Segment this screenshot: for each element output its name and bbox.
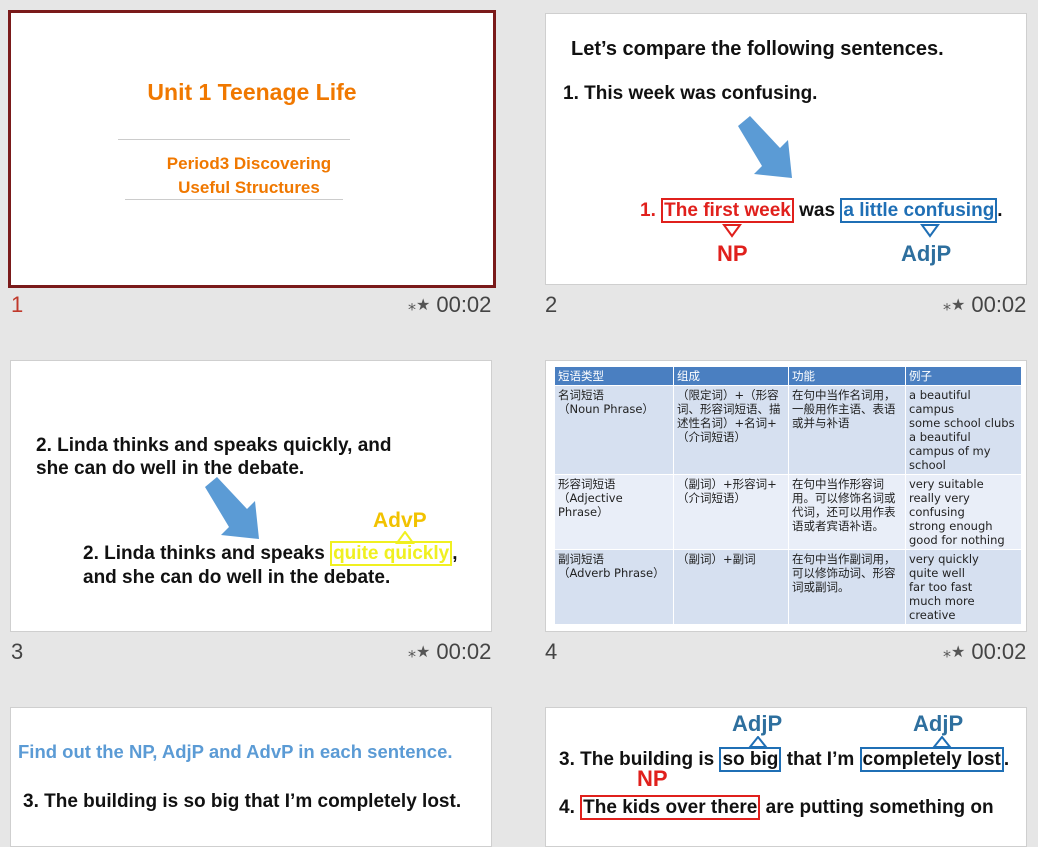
adjp-pointer-icon <box>748 736 768 748</box>
sentence-2b-line2: and she can do well in the debate. <box>83 567 391 588</box>
sentence-2b-text: 2. Linda thinks and speaks <box>83 543 325 564</box>
table-cell-composition: （限定词）+（形容词、形容词短语、描述性名词）+名词+（介词短语） <box>673 385 789 475</box>
slide-number-3: 3 <box>11 639 24 664</box>
adjp-label-1: AdjP <box>732 711 783 736</box>
slide-timing-1[interactable]: ⁎★ 00:02 <box>408 292 491 318</box>
np-label: NP <box>717 241 748 266</box>
slide-timing-2[interactable]: ⁎★ 00:02 <box>943 292 1026 318</box>
slide-timing-4[interactable]: ⁎★ 00:02 <box>943 639 1026 665</box>
table-row: 名词短语（Noun Phrase） （限定词）+（形容词、形容词短语、描述性名词… <box>554 385 1022 475</box>
table-header-row: 短语类型 组成 功能 例子 <box>554 366 1022 386</box>
example-period: . <box>997 200 1003 221</box>
advp-box: quite quickly <box>330 541 453 566</box>
timing-value: 00:02 <box>436 639 492 664</box>
slide-timing-3[interactable]: ⁎★ 00:02 <box>408 639 491 665</box>
sentence-2a-line2: she can do well in the debate. <box>36 458 305 479</box>
sentence-2b-comma: , <box>452 543 458 564</box>
table-cell-function: 在句中当作副词用，可以修饰动词、形容词或副词。 <box>788 549 906 625</box>
example-verb: was <box>799 200 836 221</box>
timing-value: 00:02 <box>436 292 492 317</box>
star-transition-icon: ⁎★ <box>408 297 431 314</box>
advp-pointer-icon <box>395 531 415 544</box>
sentence-2b-line1: 2. Linda thinks and speaks quite quickly… <box>83 541 458 566</box>
table-row: 形容词短语（Adjective Phrase） （副词）+形容词+（介词短语） … <box>554 474 1022 550</box>
sentence-3: 3. The building is so big that I’m compl… <box>23 791 462 812</box>
np-pointer-icon <box>722 224 742 238</box>
star-transition-icon: ⁎★ <box>943 644 966 661</box>
table-cell-type: 名词短语（Noun Phrase） <box>554 385 674 475</box>
arrow-down-right-icon <box>205 477 259 539</box>
example-sentence: 1. The first week was a little confusing… <box>640 198 1003 223</box>
slide-thumbnail-4[interactable]: 短语类型 组成 功能 例子 名词短语（Noun Phrase） （限定词）+（形… <box>545 360 1027 632</box>
slide-thumbnail-5[interactable]: Find out the NP, AdjP and AdvP in each s… <box>10 707 492 847</box>
adjp-box-1: so big <box>719 747 782 772</box>
np-box: The first week <box>661 198 794 223</box>
arrow-down-right-icon <box>738 116 792 178</box>
slide-thumbnail-1[interactable]: Unit 1 Teenage Life Period3 Discovering … <box>8 10 496 288</box>
slide-number-1: 1 <box>11 292 24 317</box>
table-header: 短语类型 <box>554 366 674 386</box>
advp-label: AdvP <box>373 509 427 532</box>
timing-value: 00:02 <box>971 639 1027 664</box>
slide-heading: Let’s compare the following sentences. <box>571 38 944 60</box>
star-transition-icon: ⁎★ <box>943 297 966 314</box>
table-cell-function: 在句中当作名词用，一般用作主语、表语或并与补语 <box>788 385 906 475</box>
adjp-label-2: AdjP <box>913 711 964 736</box>
adjp-box: a little confusing <box>840 198 998 223</box>
slide-thumbnail-3[interactable]: 2. Linda thinks and speaks quickly, and … <box>10 360 492 632</box>
table-row: 副词短语（Adverb Phrase） （副词）+副词 在句中当作副词用，可以修… <box>554 549 1022 625</box>
table-cell-example: very quickly quite well far too fast muc… <box>905 549 1022 625</box>
table-cell-type: 形容词短语（Adjective Phrase） <box>554 474 674 550</box>
sentence-1: 1. This week was confusing. <box>563 83 818 104</box>
adjp-label: AdjP <box>901 241 952 266</box>
table-cell-example: very suitable really very confusing stro… <box>905 474 1022 550</box>
sentence-2a-line1: 2. Linda thinks and speaks quickly, and <box>36 435 392 456</box>
slide-subtitle-line1: Period3 Discovering <box>166 154 332 173</box>
sentence-4-rest: are putting something on <box>765 797 994 818</box>
table-cell-type: 副词短语（Adverb Phrase） <box>554 549 674 625</box>
timing-value: 00:02 <box>971 292 1027 317</box>
slide-title: Unit 1 Teenage Life <box>147 79 357 105</box>
table-cell-function: 在句中当作形容词用。可以修饰名词或代词，还可以用作表语或者宾语补语。 <box>788 474 906 550</box>
sentence-4-marked: 4. The kids over there are putting somet… <box>559 795 994 820</box>
table-cell-composition: （副词）+副词 <box>673 549 789 625</box>
adjp-pointer-icon <box>932 736 952 748</box>
sentence-3-marked: 3. The building is so big that I’m compl… <box>559 747 1010 772</box>
divider-top <box>118 139 350 140</box>
sentence-3-end: . <box>1003 749 1010 770</box>
example-number: 1. <box>640 200 656 221</box>
adjp-box-2: completely lost <box>859 747 1004 772</box>
slide-heading: Find out the NP, AdjP and AdvP in each s… <box>18 741 453 762</box>
sentence-3-text: 3. The building is <box>559 749 715 770</box>
slide-number-4: 4 <box>545 639 558 664</box>
star-transition-icon: ⁎★ <box>408 644 431 661</box>
phrase-table: 短语类型 组成 功能 例子 名词短语（Noun Phrase） （限定词）+（形… <box>554 366 1022 625</box>
slide-thumbnail-2[interactable]: Let’s compare the following sentences. 1… <box>545 13 1027 285</box>
table-cell-composition: （副词）+形容词+（介词短语） <box>673 474 789 550</box>
sentence-4-number: 4. <box>559 797 575 818</box>
table-cell-example: a beautiful campus some school clubs a b… <box>905 385 1022 475</box>
divider-bottom <box>125 199 343 200</box>
np-box: The kids over there <box>580 795 761 820</box>
slide-number-2: 2 <box>545 292 558 317</box>
table-header: 组成 <box>673 366 789 386</box>
table-header: 功能 <box>788 366 906 386</box>
slide-thumbnail-6[interactable]: AdjP AdjP 3. The building is so big that… <box>545 707 1027 847</box>
np-label: NP <box>637 766 668 791</box>
table-header: 例子 <box>905 366 1022 386</box>
sentence-3-mid: that I’m <box>786 749 855 770</box>
slide-subtitle-line2: Useful Structures <box>178 178 320 197</box>
adjp-pointer-icon <box>920 224 940 238</box>
